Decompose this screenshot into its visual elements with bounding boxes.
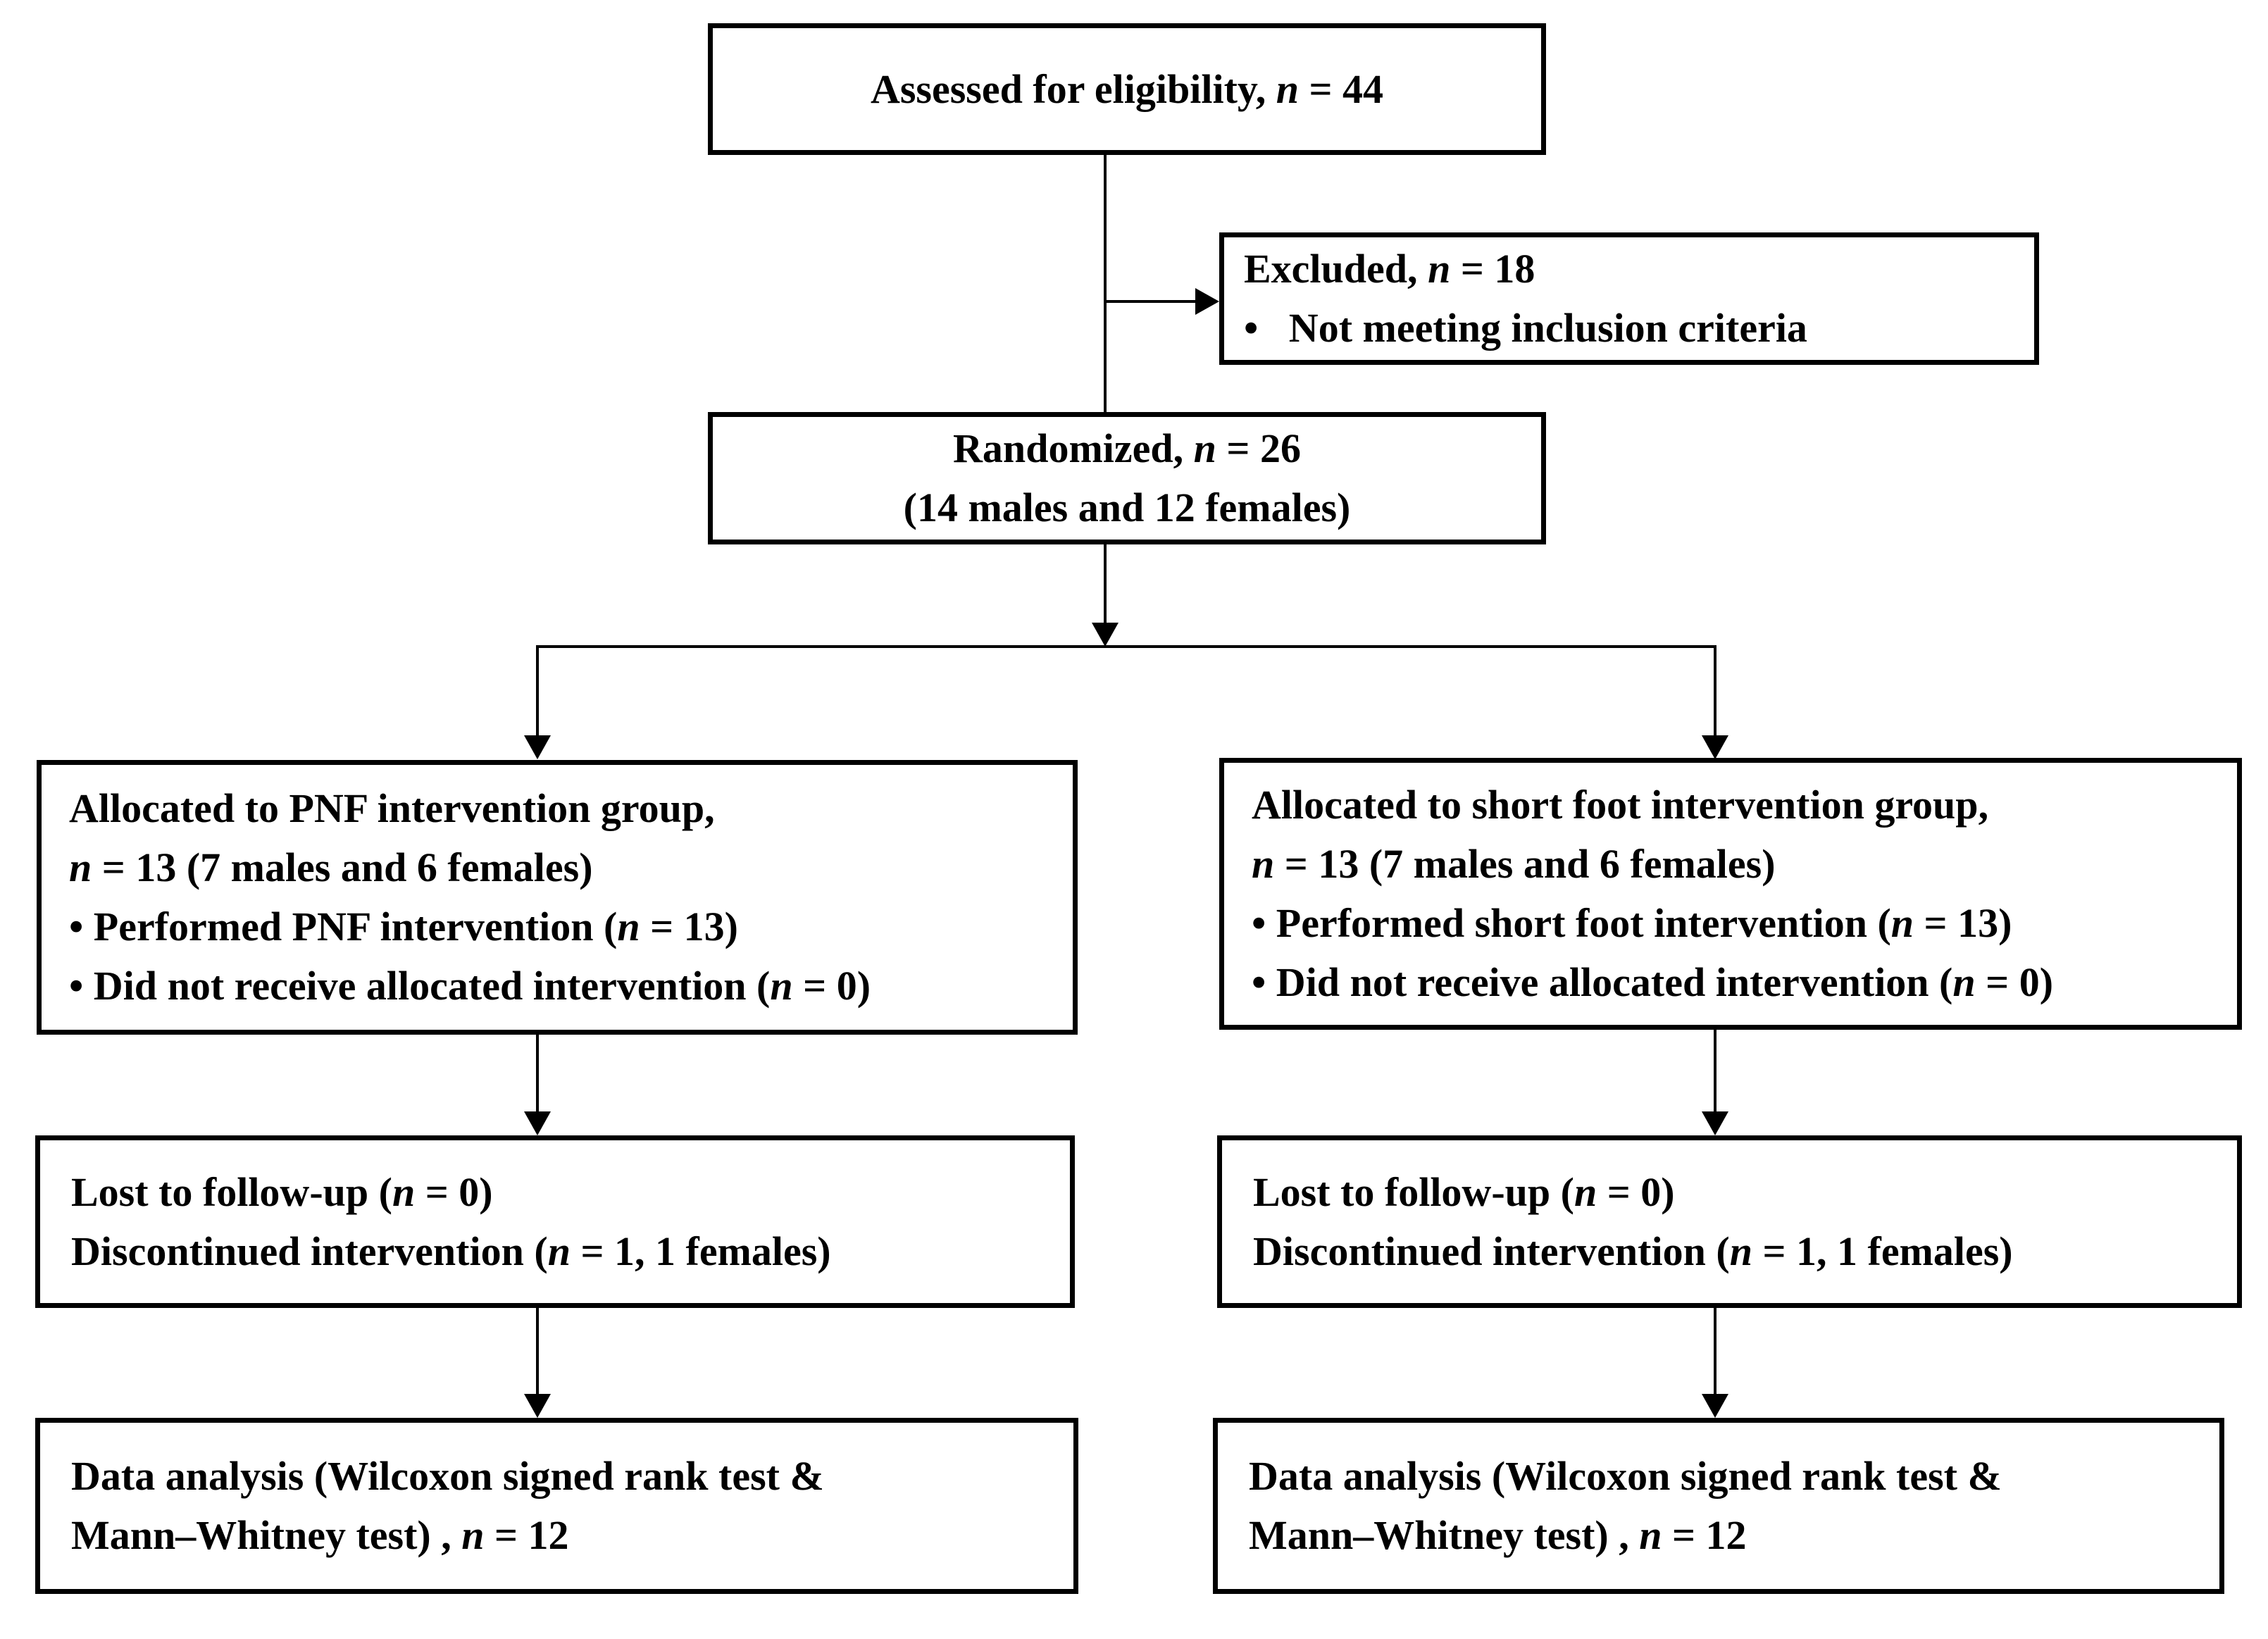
analysis-short-foot-line-2: Mann–Whitney test) , n = 12: [1249, 1512, 1747, 1558]
arrowhead-allocation-pnf: [524, 735, 551, 759]
box-analysis-short-foot: Data analysis (Wilcoxon signed rank test…: [1213, 1418, 2224, 1594]
arrowhead-followup-short-foot: [1702, 1111, 1728, 1135]
followup-short-foot-line-1: Lost to follow-up (n = 0): [1253, 1169, 1675, 1215]
allocation-short-foot-line-1: Allocated to short foot intervention gro…: [1252, 782, 1989, 828]
box-assessed-eligibility: Assessed for eligibility, n = 44: [708, 23, 1546, 155]
box-analysis-pnf: Data analysis (Wilcoxon signed rank test…: [35, 1418, 1078, 1594]
analysis-pnf-line-1: Data analysis (Wilcoxon signed rank test…: [71, 1453, 824, 1499]
connector-split-horizontal: [536, 645, 1716, 648]
connector-split-to-allocation-short-foot: [1714, 645, 1716, 737]
assessed-eligibility-label: Assessed for eligibility, n = 44: [870, 66, 1384, 112]
connector-randomized-to-split: [1104, 544, 1107, 624]
randomized-title: Randomized, n = 26: [953, 425, 1301, 471]
box-excluded: Excluded, n = 18 • Not meeting inclusion…: [1219, 232, 2039, 365]
excluded-reason: • Not meeting inclusion criteria: [1244, 305, 1807, 351]
randomized-detail: (14 males and 12 females): [903, 485, 1351, 530]
box-followup-pnf: Lost to follow-up (n = 0) Discontinued i…: [35, 1135, 1075, 1308]
connector-allocation-to-followup-pnf: [536, 1035, 539, 1114]
allocation-pnf-line-1: Allocated to PNF intervention group,: [69, 785, 715, 831]
connector-split-to-allocation-pnf: [536, 645, 539, 737]
connector-allocation-to-followup-short-foot: [1714, 1030, 1716, 1114]
analysis-pnf-line-2: Mann–Whitney test) , n = 12: [71, 1512, 569, 1558]
box-allocation-pnf: Allocated to PNF intervention group, n =…: [37, 760, 1078, 1035]
arrowhead-analysis-pnf: [524, 1394, 551, 1418]
arrowhead-analysis-short-foot: [1702, 1394, 1728, 1418]
analysis-short-foot-line-1: Data analysis (Wilcoxon signed rank test…: [1249, 1453, 2002, 1499]
allocation-pnf-line-2: n = 13 (7 males and 6 females): [69, 845, 593, 890]
box-allocation-short-foot: Allocated to short foot intervention gro…: [1219, 758, 2242, 1030]
arrowhead-to-excluded: [1195, 288, 1219, 315]
allocation-short-foot-line-3: • Performed short foot intervention (n =…: [1252, 900, 2012, 946]
connector-assessed-to-randomized: [1104, 155, 1107, 412]
excluded-title: Excluded, n = 18: [1244, 246, 1535, 292]
connector-branch-to-excluded: [1105, 300, 1197, 303]
followup-short-foot-line-2: Discontinued intervention (n = 1, 1 fema…: [1253, 1228, 2013, 1274]
followup-pnf-line-1: Lost to follow-up (n = 0): [71, 1169, 493, 1215]
box-randomized: Randomized, n = 26 (14 males and 12 fema…: [708, 412, 1546, 544]
followup-pnf-line-2: Discontinued intervention (n = 1, 1 fema…: [71, 1228, 831, 1274]
connector-followup-to-analysis-short-foot: [1714, 1308, 1716, 1395]
arrowhead-randomized-split: [1092, 623, 1119, 647]
allocation-short-foot-line-4: • Did not receive allocated intervention…: [1252, 959, 2054, 1005]
allocation-pnf-line-4: • Did not receive allocated intervention…: [69, 963, 871, 1009]
arrowhead-allocation-short-foot: [1702, 735, 1728, 759]
connector-followup-to-analysis-pnf: [536, 1308, 539, 1395]
allocation-short-foot-line-2: n = 13 (7 males and 6 females): [1252, 841, 1776, 887]
box-followup-short-foot: Lost to follow-up (n = 0) Discontinued i…: [1217, 1135, 2242, 1308]
arrowhead-followup-pnf: [524, 1111, 551, 1135]
allocation-pnf-line-3: • Performed PNF intervention (n = 13): [69, 904, 738, 949]
